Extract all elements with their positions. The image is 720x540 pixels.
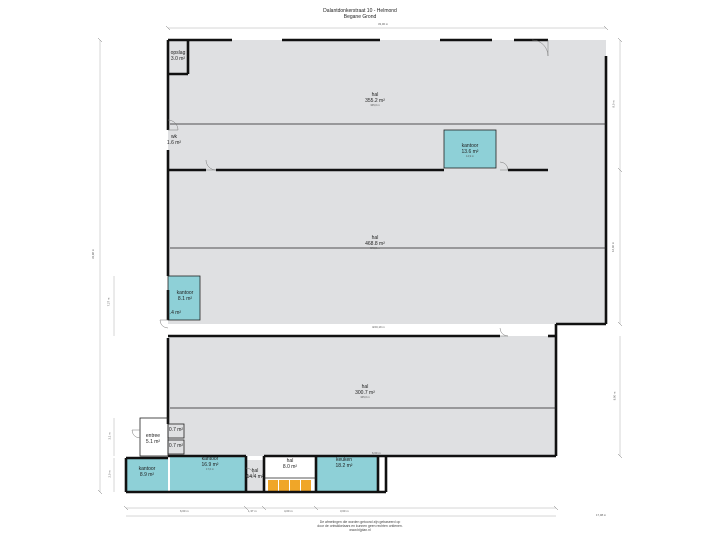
- dim-top: 33,00 m: [378, 22, 389, 26]
- room-name: keuken: [335, 457, 353, 463]
- room-area: 14.4 m²: [246, 474, 264, 480]
- dim-left-small-2: 2,0 m: [107, 470, 112, 478]
- entree-floor: [140, 430, 168, 456]
- room-perimeter: 17,0 m: [206, 468, 214, 471]
- door-swings: [131, 39, 549, 477]
- room-area: 1.4 m²: [166, 310, 182, 316]
- room-kantoor-bl: kantoor 8.9 m²: [128, 466, 166, 478]
- room-hal-entry: hal 8.0 m²: [274, 458, 306, 470]
- room-hal-small: hal 14.4 m²: [244, 468, 266, 480]
- room-area: 468.8 m²: [365, 241, 385, 247]
- room-area: 8.9 m²: [139, 472, 155, 478]
- room-small-left: 1.4 m²: [164, 310, 184, 316]
- room-keuken: keuken 18.2 m²: [324, 457, 364, 469]
- room-kantoor-left: kantoor 8.1 m²: [170, 290, 200, 302]
- footer-disclaimer: De afmetingen die worden getoond zijn ge…: [250, 520, 470, 533]
- toilet-4: [301, 480, 311, 492]
- kantoor-top-floor: [444, 130, 496, 168]
- dim-bottom-3: 4,00 m: [284, 509, 293, 513]
- plan-floor: Begane Grond: [343, 14, 377, 20]
- room-perimeter: 14,9 m: [466, 155, 474, 158]
- dim-bottom-line: 6,60 m: [372, 451, 381, 455]
- footer-line-1: De afmetingen die worden getoond zijn ge…: [319, 520, 401, 524]
- toilet-3: [290, 480, 300, 492]
- room-hal-middle: hal 468.8 m² 540,0 m: [350, 235, 400, 250]
- room-wk: wk 1.6 m²: [162, 134, 186, 146]
- room-perimeter: 540,0 m: [370, 247, 380, 250]
- room-name: hal: [251, 468, 259, 474]
- room-name: hal: [371, 235, 379, 241]
- hal-middle-ext: [548, 170, 606, 324]
- room-small-07b: 0.7 m²: [166, 443, 186, 449]
- hal-top-floor: [168, 40, 606, 170]
- room-name: wk: [170, 134, 178, 140]
- small-floor-b: [168, 440, 184, 454]
- dim-bottom-1: 6,60 m: [180, 509, 189, 513]
- hal-middle-floor: [168, 170, 606, 324]
- kantoor-bl-floor: [126, 458, 168, 492]
- dim-bottom-2: 1,37 m: [248, 509, 257, 513]
- toilet-1: [268, 480, 278, 492]
- room-area: 1.6 m²: [166, 140, 182, 146]
- kantoor-bm-floor: [170, 456, 246, 492]
- footer-line-3: www.bijplan.nl: [349, 528, 371, 533]
- room-area: 5.1 m²: [145, 439, 161, 445]
- footer-line-2: door de ontwikkelaars en kunnen geen rec…: [317, 524, 403, 529]
- room-name: entree: [145, 433, 161, 439]
- room-kantoor-bm: kantoor 16.9 m² 17,0 m: [190, 456, 230, 471]
- dim-right-1: 8,0 m: [611, 100, 616, 108]
- dim-left-mid: 7,27 m: [106, 297, 111, 307]
- room-perimeter: 345,0 m: [360, 396, 370, 399]
- room-area: 8.0 m²: [282, 464, 298, 470]
- opslag-floor: [168, 44, 188, 74]
- room-area: 18.2 m²: [335, 463, 353, 469]
- room-area: 0.7 m²: [168, 443, 184, 449]
- kantoor-left-floor: [168, 276, 200, 320]
- room-hal-bottom: hal 300.7 m² 345,0 m: [340, 384, 390, 399]
- toilet-2: [279, 480, 289, 492]
- room-kantoor-top: kantoor 13.6 m² 14,9 m: [444, 143, 496, 158]
- room-name: kantoor: [138, 466, 156, 472]
- plan-address: Dalantdonkerstraat 10 - Helmond: [323, 8, 397, 14]
- room-entree: entree 5.1 m²: [140, 433, 166, 445]
- room-name: hal: [286, 458, 294, 464]
- dim-left-small-1: 3,1 m: [107, 432, 112, 440]
- room-name: kantoor: [176, 290, 194, 296]
- hal-small-floor: [246, 460, 264, 492]
- hal-bottom-floor: [168, 336, 556, 456]
- walls: [124, 38, 608, 494]
- room-name: hal: [371, 92, 379, 98]
- keuken-floor: [316, 456, 378, 492]
- room-name: opslag: [170, 50, 186, 56]
- room-small-07a: 0.7 m²: [166, 427, 186, 433]
- dim-mid-line: Ж±0,19 m: [372, 325, 385, 329]
- room-name: kantoor: [461, 143, 479, 149]
- thin-walls: [139, 123, 606, 479]
- room-area: 13.6 m²: [461, 149, 479, 155]
- room-area: 0.7 m²: [168, 427, 184, 433]
- room-area: 355.2 m²: [365, 98, 385, 104]
- room-area: 300.7 m²: [355, 390, 375, 396]
- room-area: 8.1 m²: [177, 296, 193, 302]
- hal-entry-floor: [264, 456, 316, 478]
- dim-ticks: [97, 25, 623, 511]
- room-area: 3.0 m²: [170, 56, 186, 62]
- dim-right-2: 12,06 m: [611, 241, 616, 253]
- room-hal-top: hal 355.2 m² 345,0 m: [350, 92, 400, 107]
- small-floor-a: [168, 424, 184, 438]
- dim-left-total: 33,98 m: [91, 248, 96, 260]
- room-area: 16.9 m²: [201, 462, 219, 468]
- room-name: kantoor: [201, 456, 219, 462]
- dim-bottom-4: 3,60 m: [340, 509, 349, 513]
- room-opslag: opslag 3.0 m²: [166, 50, 190, 62]
- room-name: hal: [361, 384, 369, 390]
- dim-right-3: 8,90 m: [612, 391, 617, 401]
- dim-bottom-total: 17,08 m: [596, 513, 607, 517]
- room-perimeter: 345,0 m: [370, 104, 380, 107]
- dimension-lines: [99, 27, 621, 517]
